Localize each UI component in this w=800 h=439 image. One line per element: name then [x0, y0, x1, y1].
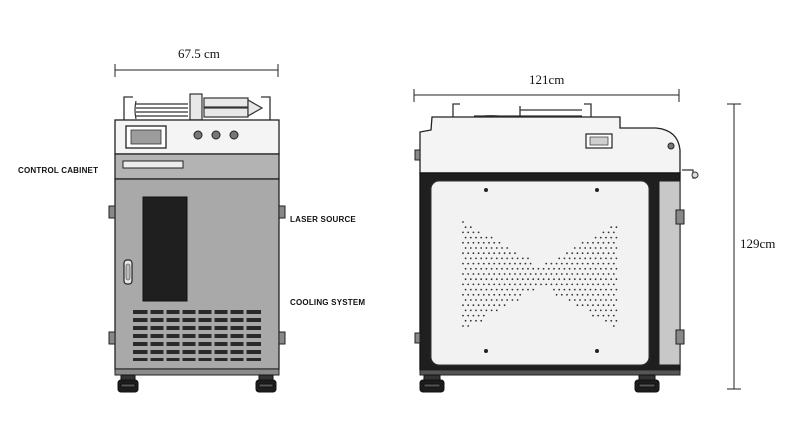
side-length-dimension — [413, 89, 680, 102]
side-upper-housing — [419, 116, 681, 174]
front-knob-1 — [193, 130, 203, 140]
side-perforation-pattern — [462, 221, 618, 327]
front-wheel-right — [255, 374, 277, 393]
side-length-label: 121cm — [529, 72, 565, 87]
side-panel — [430, 180, 650, 366]
height-label: 129cm — [740, 236, 776, 251]
front-top-handle — [123, 96, 271, 120]
side-view — [414, 103, 699, 393]
side-wheel-right — [634, 374, 660, 393]
side-panel-screws — [484, 188, 599, 353]
front-laser-head — [189, 93, 264, 121]
laser-source-label: LASER SOURCE — [290, 215, 356, 224]
front-knob-2 — [211, 130, 221, 140]
height-dimension — [727, 103, 741, 390]
side-wheel-left — [419, 374, 445, 393]
front-knob-3 — [229, 130, 239, 140]
cooling-system-label: COOLING SYSTEM — [290, 298, 366, 307]
front-view — [108, 93, 286, 393]
front-slot — [122, 160, 184, 169]
front-width-dimension — [114, 64, 279, 77]
front-wheel-left — [117, 374, 139, 393]
front-cable-coil — [134, 100, 188, 120]
front-width-label: 67.5 cm — [178, 46, 220, 61]
control-cabinet-label: CONTROL CABINET — [18, 166, 99, 175]
front-window — [142, 196, 188, 302]
